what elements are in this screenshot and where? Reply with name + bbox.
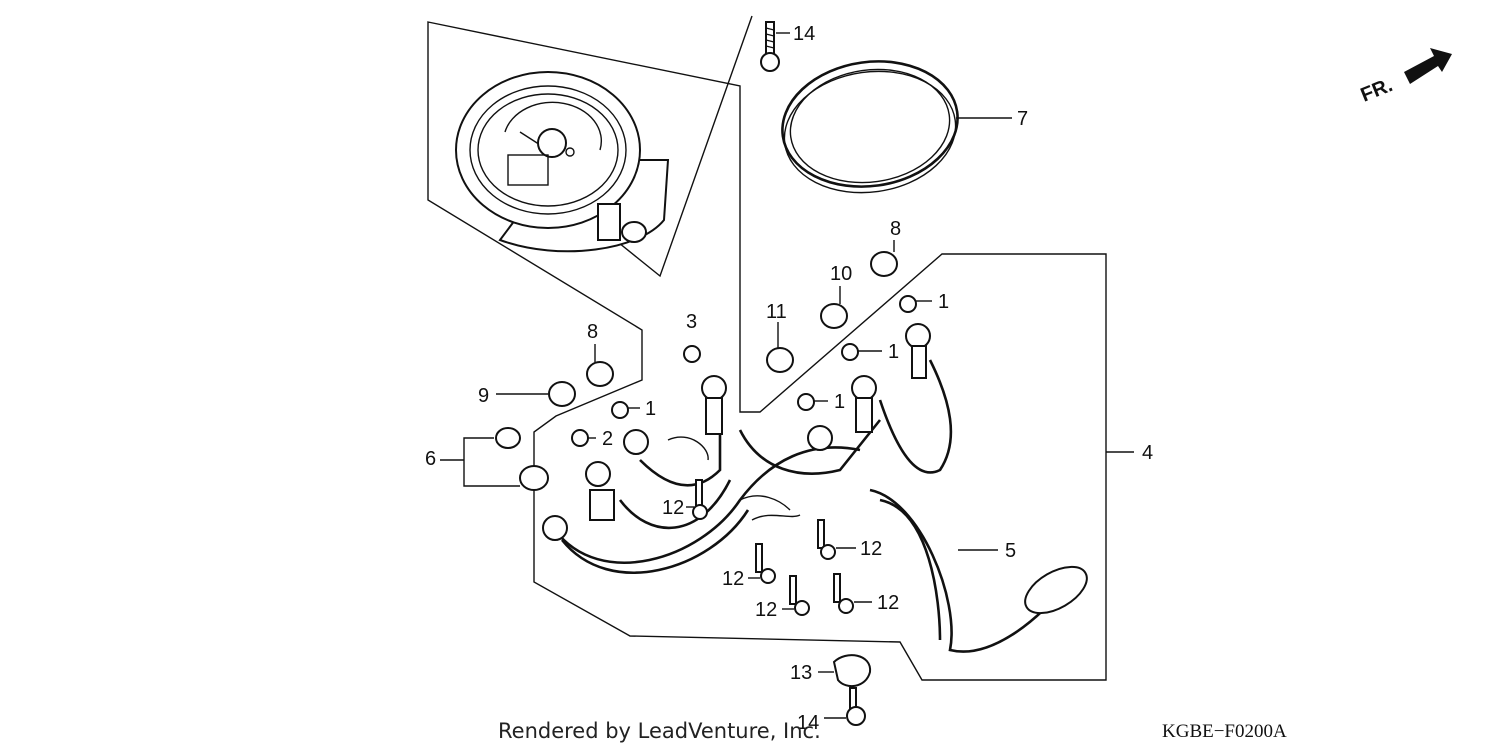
grommet-icons	[440, 240, 898, 491]
callout-1: 1	[938, 291, 949, 313]
callout-8: 8	[587, 321, 598, 343]
front-direction-arrow-icon: FR.	[1358, 48, 1452, 107]
callout-11: 11	[766, 301, 787, 323]
callout-7: 7	[1017, 108, 1028, 130]
callout-14: 14	[793, 23, 815, 45]
diagram-code: KGBE−F0200A	[1162, 721, 1287, 742]
bolt-top-icon	[760, 21, 790, 72]
callout-13: 13	[790, 662, 812, 684]
callout-6: 6	[425, 448, 436, 470]
callout-5: 5	[1005, 540, 1016, 562]
bulb-icons	[571, 295, 932, 447]
callout-3: 3	[686, 311, 697, 333]
callout-1: 1	[888, 341, 899, 363]
callout-1: 1	[834, 391, 845, 413]
callout-8: 8	[890, 218, 901, 240]
meter-group-outline	[427, 21, 1107, 681]
callout-14: 14	[797, 712, 819, 734]
callout-10: 10	[830, 263, 852, 285]
harness-icon	[542, 323, 1088, 653]
callout-12: 12	[860, 538, 882, 560]
footer-credit: Rendered by LeadVenture, Inc.	[498, 719, 821, 743]
direction-label: FR.	[1358, 74, 1396, 106]
clamp-icon	[818, 654, 872, 726]
callout-12: 12	[877, 592, 899, 614]
callout-12: 12	[722, 568, 744, 590]
callout-2: 2	[602, 428, 613, 450]
bezel-ring-icon	[781, 60, 1012, 194]
speedometer-icon	[455, 71, 670, 253]
callout-12: 12	[662, 497, 684, 519]
callout-1: 1	[645, 398, 656, 420]
callout-12: 12	[755, 599, 777, 621]
screw-icons	[686, 479, 872, 616]
callout-9: 9	[478, 385, 489, 407]
callout-4: 4	[1142, 442, 1153, 464]
